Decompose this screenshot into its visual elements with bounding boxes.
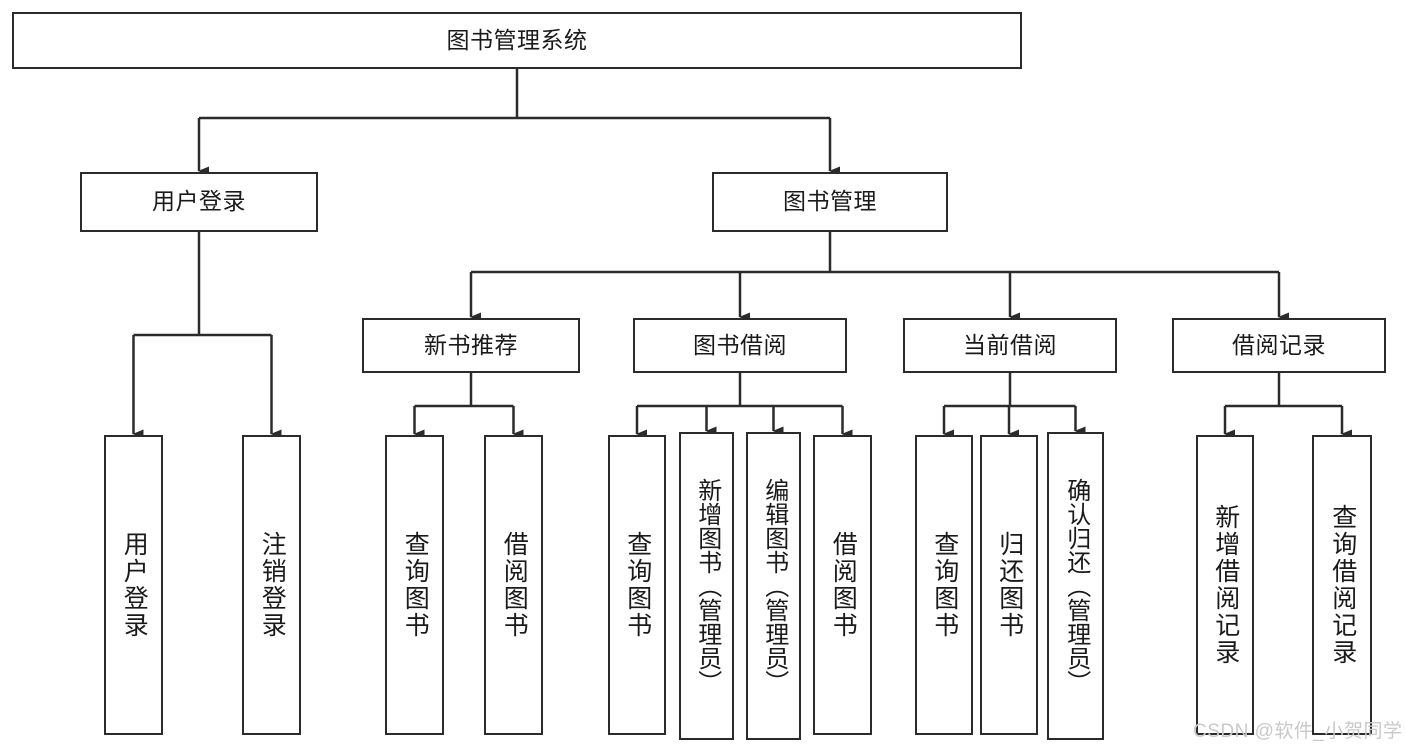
node-new-book-rec: 新书推荐 — [362, 318, 580, 373]
node-leaf-query-book-1: 查询图书 — [385, 435, 444, 735]
node-user-login: 用户登录 — [80, 172, 318, 232]
node-label: 当前借阅 — [963, 331, 1057, 358]
node-leaf-borrow-book-2: 借阅图书 — [813, 435, 872, 735]
node-label: 注销登录 — [258, 531, 287, 639]
node-leaf-borrow-book-1: 借阅图书 — [484, 435, 543, 735]
node-label: 用户登录 — [152, 188, 246, 215]
node-label: 图书借阅 — [693, 331, 787, 358]
node-label: 用户登录 — [120, 531, 149, 639]
node-leaf-query-book-2: 查询图书 — [608, 435, 666, 735]
node-borrow-record: 借阅记录 — [1172, 318, 1386, 373]
node-leaf-query-record: 查询借阅记录 — [1312, 435, 1372, 735]
node-book-mgmt: 图书管理 — [712, 172, 948, 232]
node-label: 新增借阅记录 — [1211, 504, 1240, 666]
node-label: 编辑图书（管理员） — [760, 478, 788, 694]
node-root: 图书管理系统 — [12, 12, 1022, 69]
node-label: 查询图书 — [623, 531, 652, 639]
node-label: 查询借阅记录 — [1328, 504, 1357, 666]
node-label: 归还图书 — [995, 531, 1024, 639]
node-label: 确认归还（管理员） — [1062, 478, 1090, 694]
node-label: 借阅记录 — [1232, 331, 1326, 358]
node-book-borrow: 图书借阅 — [633, 318, 847, 373]
node-leaf-user-login: 用户登录 — [104, 435, 163, 735]
node-leaf-add-book: 新增图书（管理员） — [679, 432, 734, 740]
node-label: 查询图书 — [401, 531, 430, 639]
node-leaf-edit-book: 编辑图书（管理员） — [746, 432, 801, 740]
node-leaf-return-book: 归还图书 — [980, 435, 1038, 735]
node-label: 借阅图书 — [500, 531, 529, 639]
node-label: 新增图书（管理员） — [693, 478, 721, 694]
node-label: 新书推荐 — [424, 331, 518, 358]
node-leaf-user-logout: 注销登录 — [242, 435, 301, 735]
node-label: 查询图书 — [930, 531, 959, 639]
node-leaf-query-book-3: 查询图书 — [915, 435, 973, 735]
node-label: 借阅图书 — [829, 531, 858, 639]
csdn-watermark: CSDN @软件_小贺同学 — [1193, 721, 1403, 742]
node-label: 图书管理 — [783, 188, 877, 215]
node-current-borrow: 当前借阅 — [903, 318, 1117, 373]
node-leaf-confirm-return: 确认归还（管理员） — [1047, 432, 1104, 740]
node-leaf-add-record: 新增借阅记录 — [1196, 435, 1254, 735]
node-label: 图书管理系统 — [446, 26, 588, 53]
